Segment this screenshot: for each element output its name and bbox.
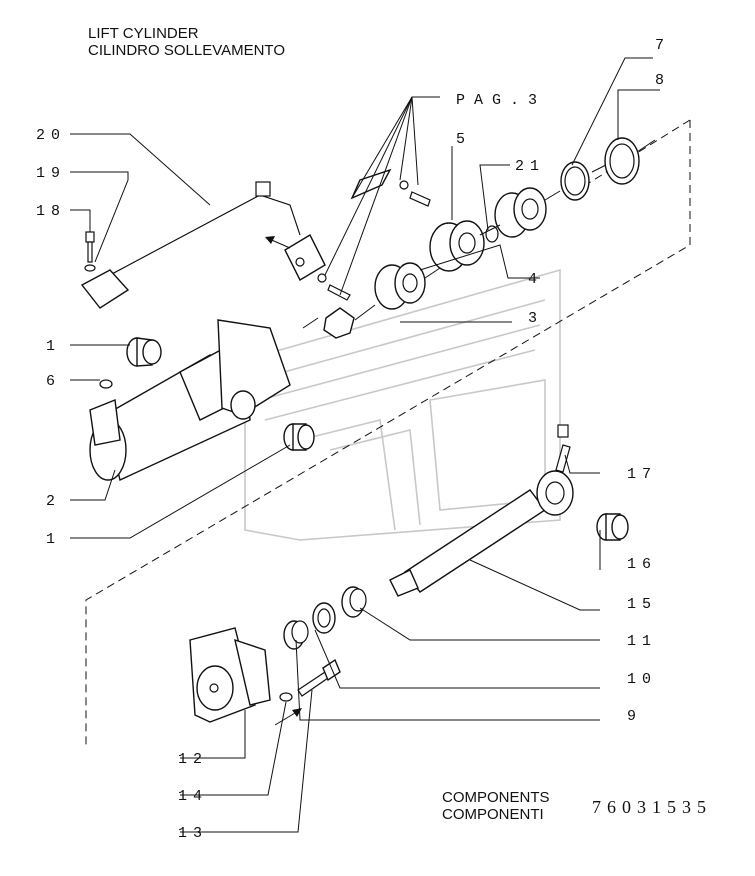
- flange-bolts: [317, 168, 431, 301]
- seal-11: [341, 586, 367, 618]
- washer-6: [99, 379, 113, 389]
- callout-9: 9: [627, 708, 642, 725]
- ring-7: [560, 161, 590, 201]
- bolt-18: [84, 231, 96, 272]
- callout-15: 15: [627, 596, 657, 613]
- axis-line: [302, 139, 656, 329]
- callout-1-lower: 1: [46, 531, 61, 548]
- bolt-13: [279, 658, 341, 702]
- nut: [323, 307, 355, 339]
- callout-16: 16: [627, 556, 657, 573]
- seal-10: [312, 602, 336, 634]
- seal-4: [429, 220, 485, 272]
- part-code: 76031535: [592, 797, 712, 817]
- bushing-lower: [283, 423, 315, 451]
- callout-labels: 20 19 18 1 6 2 1 PAG.3 5 21 4 3 7 8 17 1…: [36, 37, 670, 842]
- seal-3: [374, 262, 426, 310]
- callout-20: 20: [36, 127, 66, 144]
- callout-11: 11: [627, 633, 657, 650]
- diagram-title: LIFT CYLINDER: [88, 25, 199, 42]
- leader-lines: [70, 57, 660, 833]
- hydraulic-pipe: [80, 181, 326, 309]
- ring-8: [604, 137, 640, 185]
- components-label-it: COMPONENTI: [442, 806, 544, 823]
- callout-2: 2: [46, 493, 61, 510]
- diagram-subtitle: CILINDRO SOLLEVAMENTO: [88, 42, 285, 59]
- cylinder-body: [89, 319, 291, 481]
- callout-1-upper: 1: [46, 338, 61, 355]
- callout-7: 7: [655, 37, 670, 54]
- callout-21: 21: [515, 158, 545, 175]
- callout-8: 8: [655, 72, 670, 89]
- piston-rod: [389, 424, 574, 597]
- head-flange: [189, 627, 271, 723]
- seal-9: [283, 620, 309, 650]
- callout-13: 13: [178, 825, 208, 842]
- piston: [494, 187, 547, 238]
- bushing-upper: [126, 337, 162, 367]
- callout-12: 12: [178, 751, 208, 768]
- callout-19: 19: [36, 165, 66, 182]
- callout-6: 6: [46, 373, 61, 390]
- callout-3: 3: [528, 310, 543, 327]
- callout-10: 10: [627, 671, 657, 688]
- callout-14: 14: [178, 788, 208, 805]
- watermark-logo: [244, 268, 561, 541]
- reference-page: PAG.3: [456, 92, 546, 109]
- callout-5: 5: [456, 131, 471, 148]
- bushing-16: [596, 513, 629, 541]
- arrow-lower-head: [292, 708, 302, 717]
- callout-4: 4: [528, 271, 543, 288]
- callout-17: 17: [627, 466, 657, 483]
- arrow-upper-head: [265, 236, 275, 244]
- components-label-en: COMPONENTS: [442, 789, 550, 806]
- callout-18: 18: [36, 203, 66, 220]
